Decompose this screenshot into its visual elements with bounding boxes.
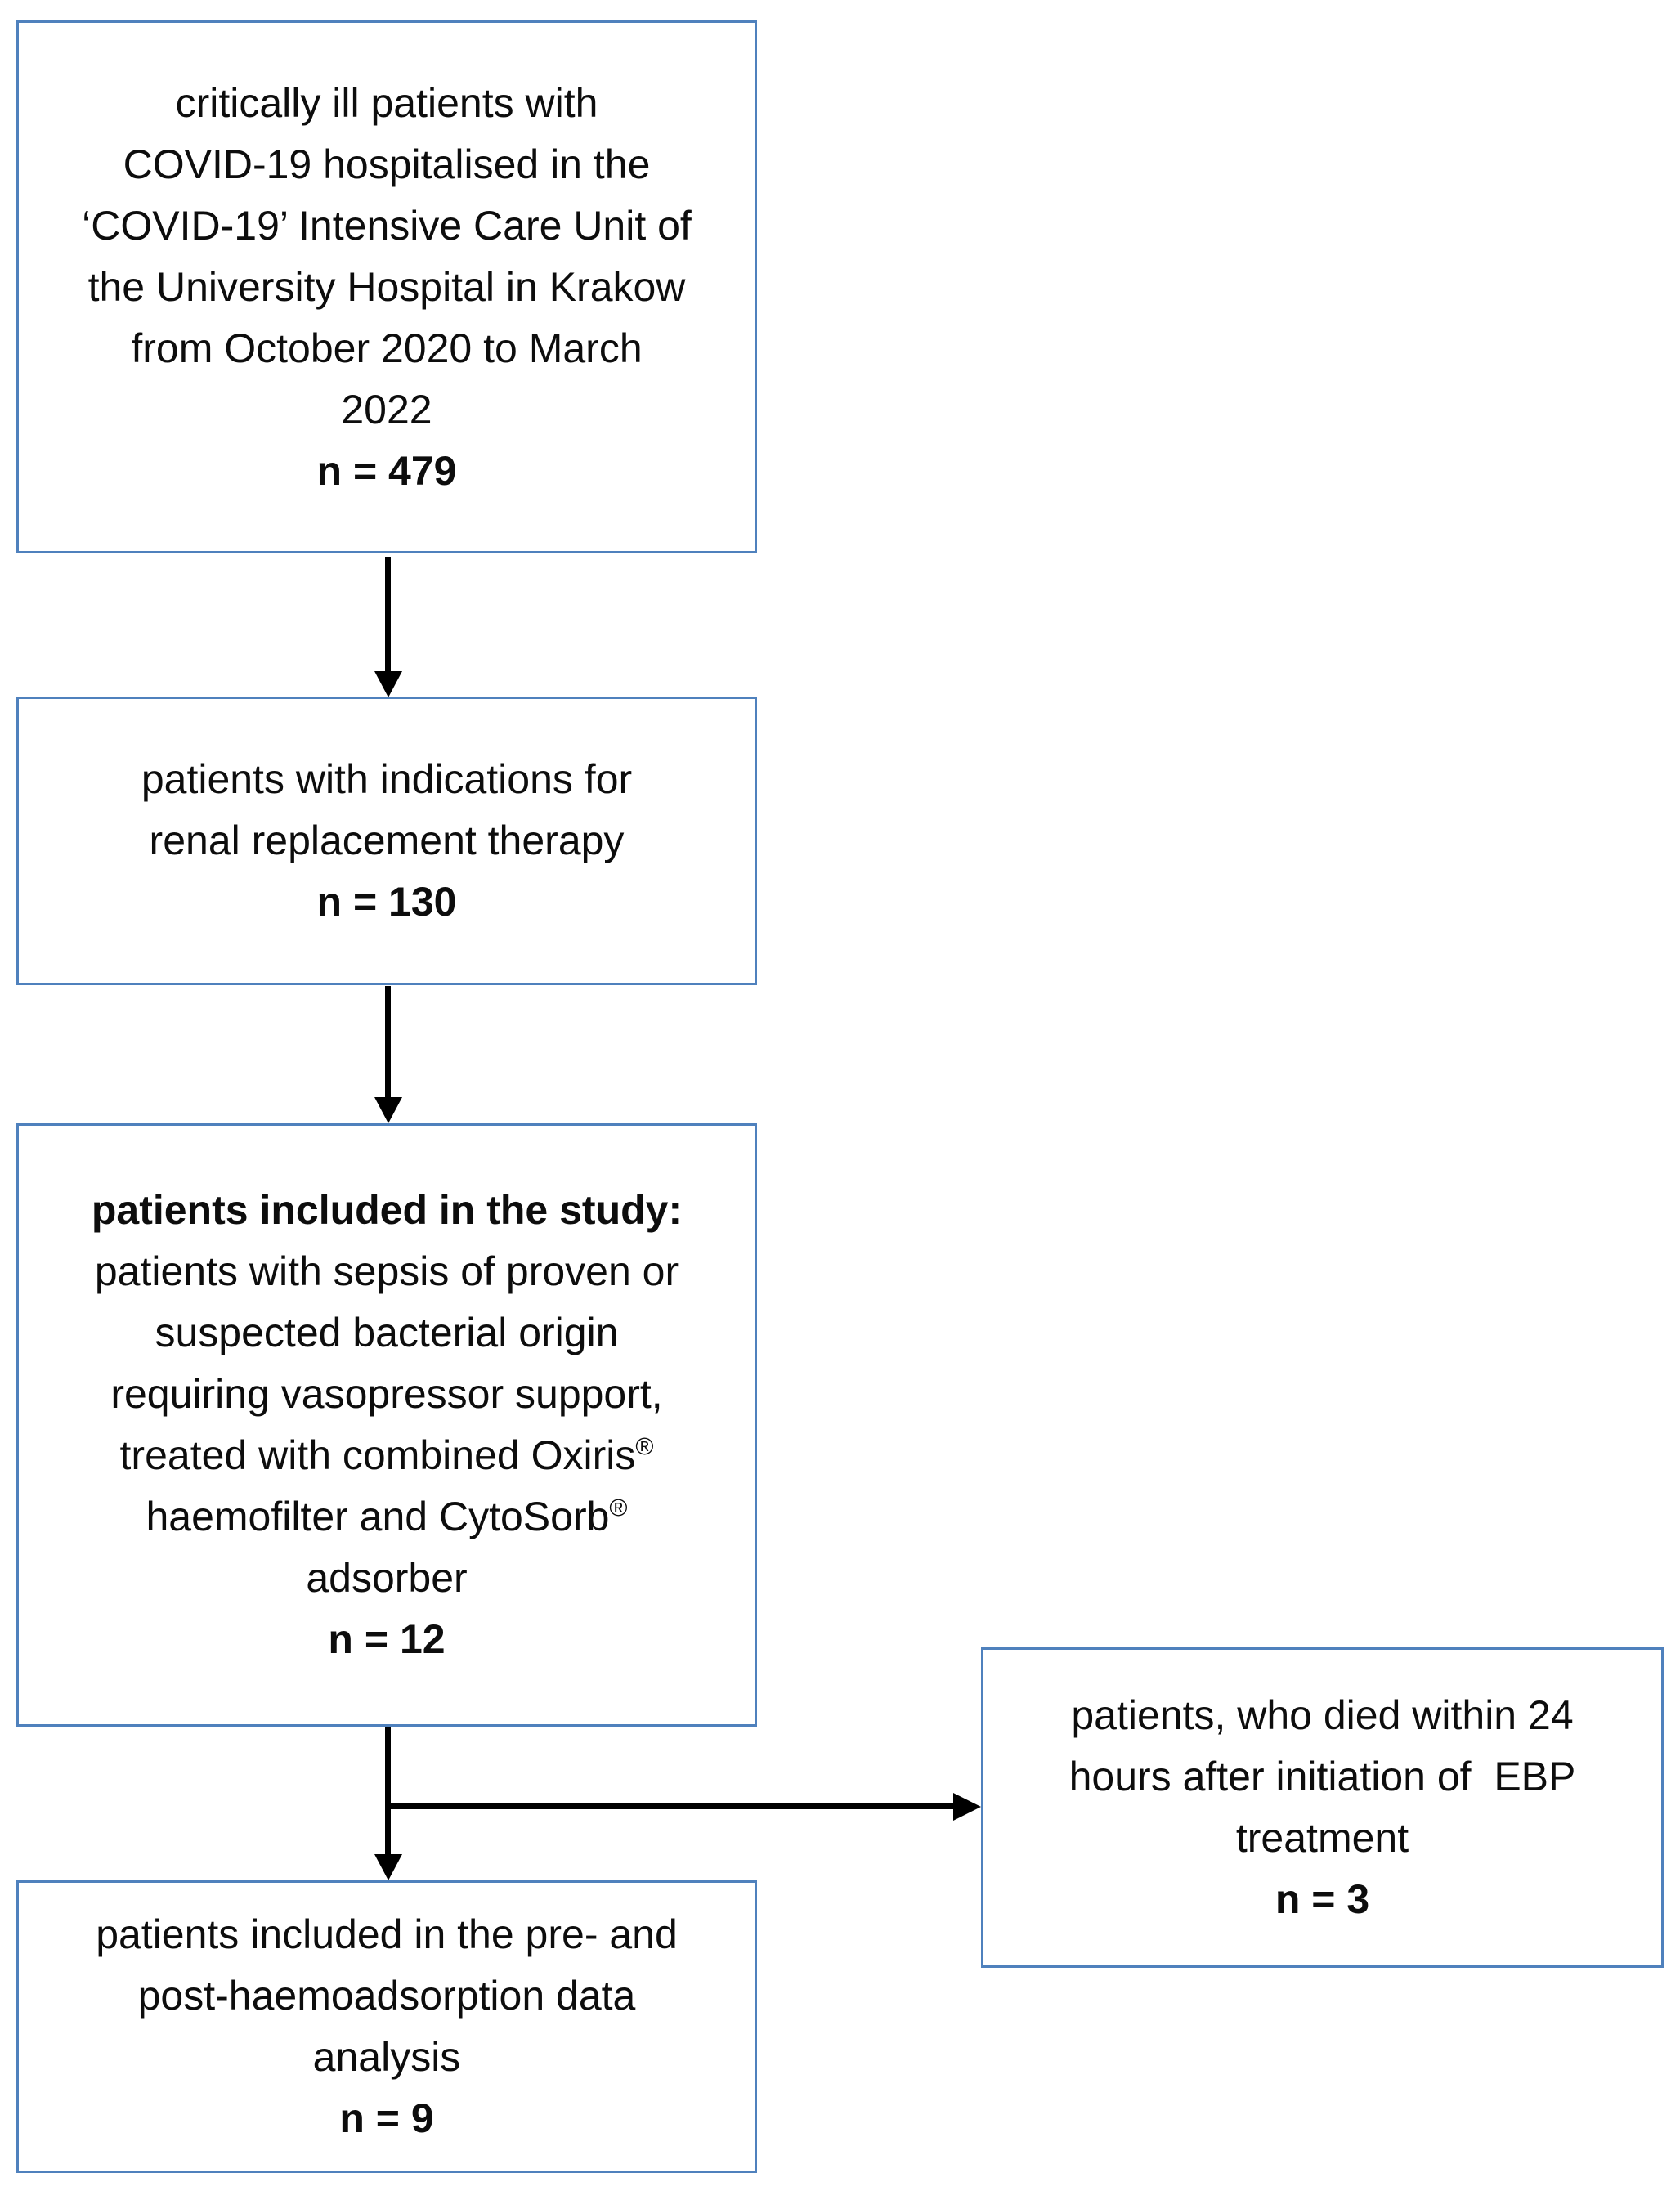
flow-box-line: treatment: [1235, 1815, 1409, 1861]
flow-box-line: post-haemoadsorption data: [137, 1973, 636, 2019]
flow-box-line: n = 3: [1275, 1876, 1370, 1922]
flow-box-line: patients with sepsis of proven or: [94, 1248, 679, 1294]
flow-box-line: patients included in the study:: [91, 1187, 683, 1233]
flow-box-line: n = 130: [316, 879, 457, 925]
flow-box-line: n = 12: [328, 1616, 446, 1662]
flow-box-line: analysis: [312, 2034, 461, 2080]
flow-box-line: 2022: [341, 386, 432, 432]
flow-box-line: haemofilter and CytoSorb®: [146, 1494, 628, 1539]
flow-box-line: treated with combined Oxiris®: [119, 1432, 654, 1478]
flow-box-line: from October 2020 to March: [131, 325, 643, 371]
flow-box-analysed: patients included in the pre- and post-ha…: [16, 1880, 757, 2173]
flow-box-line: n = 9: [339, 2095, 434, 2141]
flow-box-line: renal replacement therapy: [149, 818, 625, 863]
flow-box-line: suspected bacterial origin: [155, 1310, 619, 1355]
flow-box-included-in-study: patients included in the study: patients …: [16, 1123, 757, 1727]
flow-box-line: COVID-19 hospitalised in the: [123, 141, 651, 187]
flow-box-rrt-indications: patients with indications for renal repla…: [16, 697, 757, 985]
arrowhead-down-icon: [374, 1854, 402, 1880]
flow-box-line: n = 479: [316, 447, 457, 494]
flow-box-line: patients included in the pre- and: [96, 1911, 678, 1957]
registered-trademark-icon: ®: [609, 1494, 628, 1522]
arrow-rrt-to-included: [385, 986, 391, 1099]
registered-trademark-icon: ®: [635, 1433, 654, 1461]
flow-box-line: the University Hospital in Krakow: [87, 263, 686, 310]
arrowhead-right-icon: [953, 1793, 981, 1821]
flow-box-line: patients, who died within 24: [1071, 1692, 1574, 1738]
arrow-included-to-analysed: [385, 1727, 391, 1856]
flow-box-line: hours after initiation of EBP: [1068, 1754, 1576, 1799]
flow-box-died-within-24h: patients, who died within 24 hours after …: [981, 1647, 1664, 1968]
arrowhead-down-icon: [374, 1097, 402, 1123]
flow-box-line: requiring vasopressor support,: [110, 1371, 663, 1417]
arrowhead-down-icon: [374, 671, 402, 697]
flow-box-line: critically ill patients with: [175, 79, 598, 126]
arrow-included-to-died: [388, 1803, 953, 1809]
flow-box-line: patients with indications for: [141, 756, 633, 802]
flow-box-line: adsorber: [306, 1555, 468, 1601]
arrow-screened-to-rrt: [385, 557, 391, 673]
flow-box-line: ‘COVID-19’ Intensive Care Unit of: [82, 202, 692, 249]
